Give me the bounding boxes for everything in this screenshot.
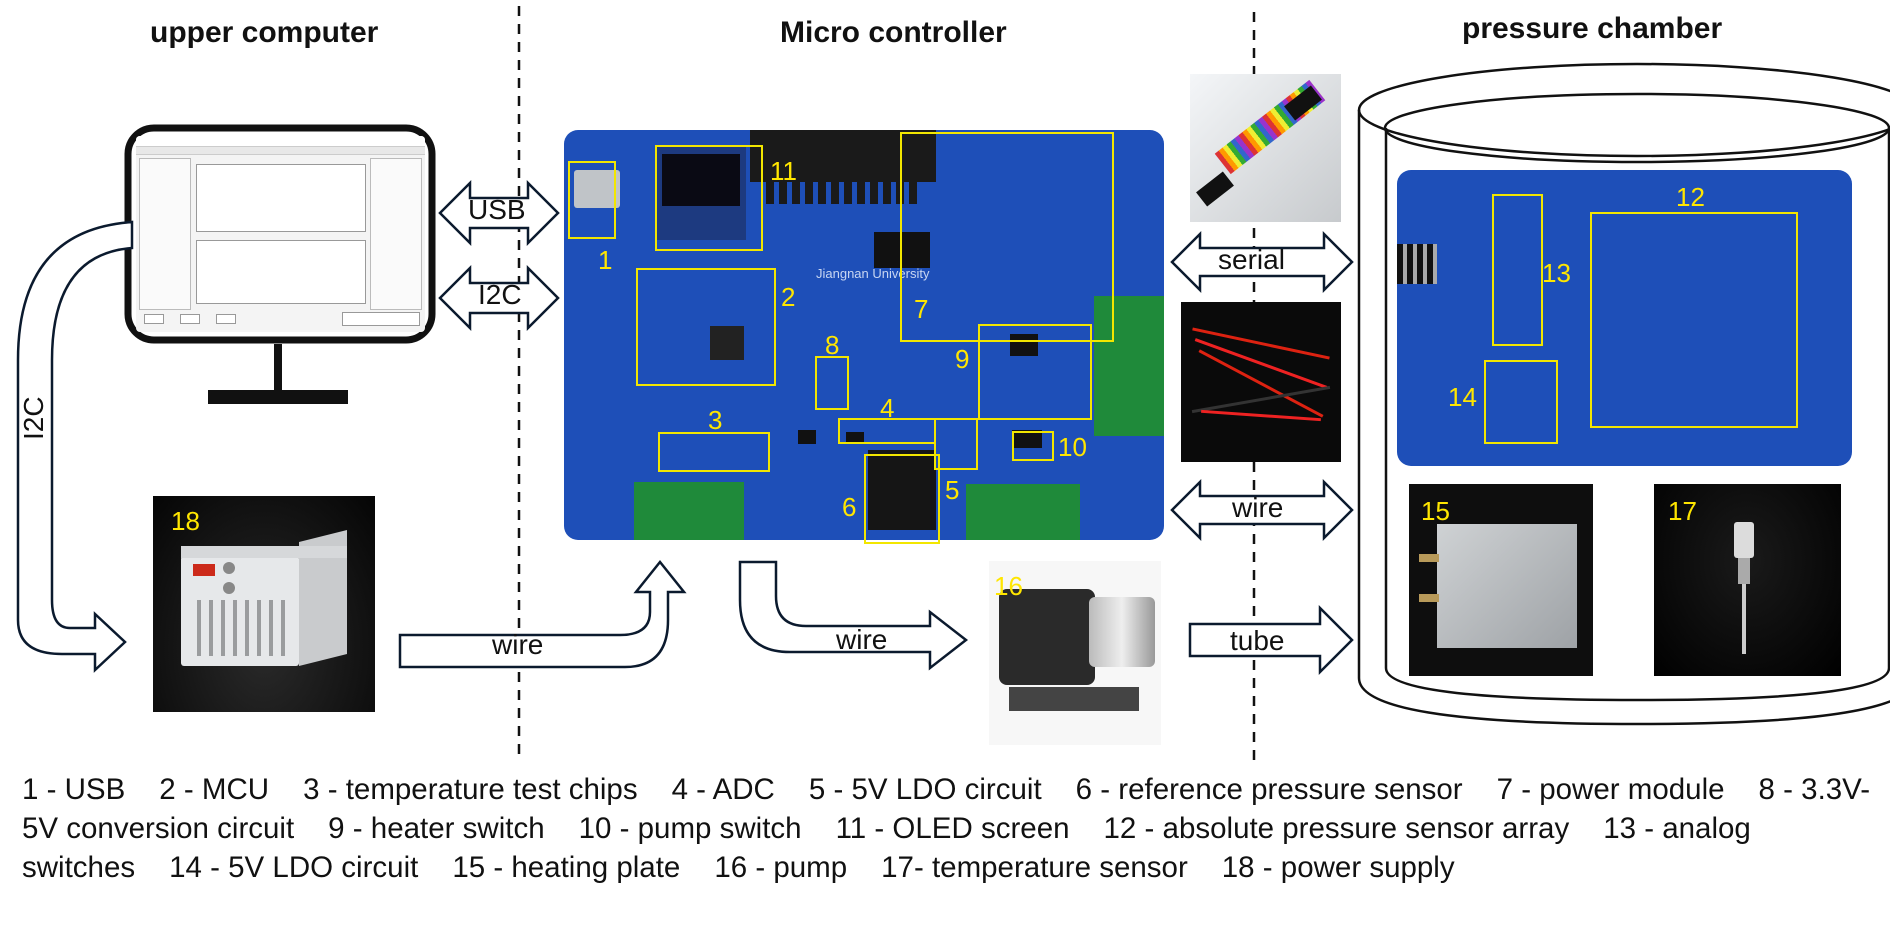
legend-item: 8 - 3.3V-5V conversion circuit <box>22 773 1871 845</box>
pcb-box-2 <box>636 268 776 386</box>
label-7: 7 <box>914 294 929 324</box>
legend-item: 15 - heating plate <box>452 851 681 884</box>
label-3: 3 <box>708 405 723 435</box>
pcb-box-8 <box>815 356 849 410</box>
pressure-chamber-cylinder <box>1357 62 1890 726</box>
label-18: 18 <box>171 506 200 536</box>
wire-arrow-psu <box>398 559 687 669</box>
i2c-curved-arrow <box>16 220 134 673</box>
legend-item: 2 - MCU <box>159 773 270 806</box>
software-left-panel <box>139 158 191 310</box>
sensor-array-pcb <box>1397 170 1852 466</box>
power-supply-photo <box>153 496 375 712</box>
pcb-box-7 <box>900 132 1114 342</box>
legend-item: 16 - pump <box>714 851 848 884</box>
temperature-sensor-photo <box>1654 484 1841 676</box>
legend-item: 17- temperature sensor <box>881 851 1188 884</box>
serial-arrow <box>1170 230 1354 294</box>
label-17: 17 <box>1668 496 1697 526</box>
monitor-screen <box>136 136 425 332</box>
wire-harness-photo <box>1181 302 1341 462</box>
label-15: 15 <box>1421 496 1450 526</box>
label-13: 13 <box>1542 258 1571 288</box>
pcb-box-1 <box>568 161 616 239</box>
pcb-box-6 <box>864 454 940 544</box>
label-14: 14 <box>1448 382 1477 412</box>
wire-psu-label: wire <box>492 629 544 660</box>
label-5: 5 <box>945 475 960 505</box>
label-10: 10 <box>1058 432 1087 462</box>
label-4: 4 <box>880 393 895 423</box>
tube-arrow-label: tube <box>1230 625 1285 656</box>
legend-item: 11 - OLED screen <box>835 812 1070 845</box>
usb-arrow <box>438 179 560 247</box>
label-11: 11 <box>770 156 797 186</box>
label-16: 16 <box>994 571 1023 601</box>
label-12: 12 <box>1676 182 1705 212</box>
pcb-box-11 <box>655 145 763 251</box>
wire-pump-label: wire <box>836 624 888 655</box>
legend: 1 - USB 2 - MCU 3 - temperature test chips… <box>22 770 1872 887</box>
legend-item: 14 - 5V LDO circuit <box>169 851 419 884</box>
wire-arrow-right <box>1170 478 1354 542</box>
pump-photo <box>989 561 1161 745</box>
pcb-box-10 <box>1012 431 1054 461</box>
section-title-micro-controller: Micro controller <box>780 16 1007 49</box>
ribbon-cable-photo <box>1190 74 1341 222</box>
label-6: 6 <box>842 492 857 522</box>
wire-arrow-pump <box>738 560 969 671</box>
i2c-arrow-mid <box>438 264 560 332</box>
legend-item: 5 - 5V LDO circuit <box>808 773 1042 806</box>
pcb-box-3 <box>658 432 770 472</box>
section-title-pressure-chamber: pressure chamber <box>1462 12 1723 45</box>
legend-item: 4 - ADC <box>671 773 775 806</box>
i2c-left-label: I2C <box>18 396 49 440</box>
legend-item: 10 - pump switch <box>578 812 802 845</box>
heating-plate-photo <box>1409 484 1593 676</box>
legend-item: 6 - reference pressure sensor <box>1075 773 1463 806</box>
legend-item: 9 - heater switch <box>328 812 545 845</box>
legend-item: 12 - absolute pressure sensor array <box>1103 812 1570 845</box>
pcb-box-9 <box>978 324 1092 420</box>
software-right-panel <box>370 158 422 310</box>
label-1: 1 <box>598 245 613 275</box>
legend-item: 1 - USB <box>22 773 126 806</box>
section-title-upper-computer: upper computer <box>150 16 379 49</box>
label-9: 9 <box>955 344 970 374</box>
software-plot-top <box>196 164 366 232</box>
sensor-box-13 <box>1492 194 1543 346</box>
software-plot-bottom <box>196 240 366 304</box>
i2c-arrow-mid-label: I2C <box>478 279 522 310</box>
legend-item: 18 - power supply <box>1221 851 1455 884</box>
label-8: 8 <box>825 330 840 360</box>
sensor-box-12 <box>1590 212 1798 428</box>
usb-arrow-label: USB <box>468 194 526 225</box>
serial-arrow-label: serial <box>1218 244 1285 275</box>
label-2: 2 <box>781 282 796 312</box>
legend-item: 7 - power module <box>1496 773 1725 806</box>
pcb-box-5 <box>934 418 978 470</box>
wire-right-label: wire <box>1232 492 1284 523</box>
sensor-box-14 <box>1484 360 1558 444</box>
tube-arrow <box>1188 604 1354 676</box>
legend-item: 13 - analog switches <box>22 812 1751 884</box>
legend-item: 3 - temperature test chips <box>303 773 638 806</box>
